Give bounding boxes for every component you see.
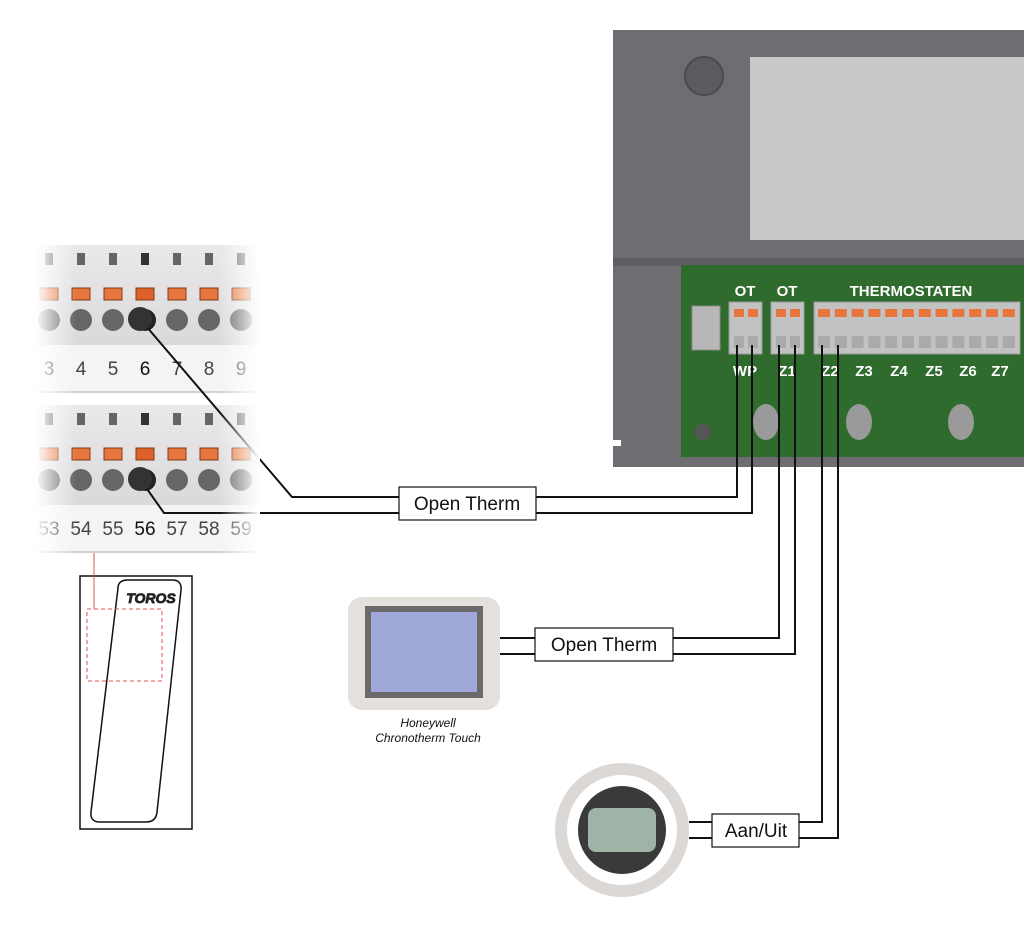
thermostat-terminal-slot [851,336,864,348]
pcb-hole [846,404,872,440]
connection-label-heatpump: Open Therm [398,486,537,521]
thermostat-screen [371,612,477,692]
thermostat-terminal-slot [834,336,847,348]
thermostat-terminal-lever [885,309,898,317]
housing-clip [613,440,621,446]
thermostat-terminal-slot [818,336,830,348]
terminal-label-z1: Z1 [778,363,796,380]
housing-bottom-edge [613,457,1024,467]
pcb-hole [753,404,779,440]
thermostat-terminal-slot [986,336,998,348]
pcb-connector [691,305,721,351]
pcb-hole [948,404,974,440]
terminal-label-z6: Z6 [959,363,977,380]
connection-label-zone1-text: Open Therm [551,635,657,656]
connection-label-heatpump-text: Open Therm [414,494,520,515]
controller-display-window [750,57,1024,240]
terminal-block-thermostats [813,301,1021,355]
round-thermostat [555,763,689,897]
group-label-thermostats: THERMOSTATEN [850,283,973,300]
sensor-detail-box [86,608,163,682]
thermostat-terminal-lever [986,309,998,317]
housing-screw [684,56,724,96]
thermostat-caption-line2: Chronotherm Touch [375,731,481,745]
thermostat-terminal-lever [1002,309,1015,317]
pcb-screw [695,424,711,440]
thermostat-terminal-lever [969,309,982,317]
thermostat-terminal-lever [918,309,931,317]
terminal-label-z4: Z4 [890,363,908,380]
terminal-label-z5: Z5 [925,363,943,380]
thermostat-terminal-slot [918,336,931,348]
thermostat-terminal-lever [818,309,830,317]
controller-unit: OT OT THERMOSTATEN WP Z1 Z2 Z3 Z4 Z5 Z6 … [613,30,1024,467]
terminal-block-z1 [770,301,805,355]
terminal-label-z3: Z3 [855,363,873,380]
thermostat-terminal-lever [868,309,881,317]
connection-label-zone1: Open Therm [534,627,674,662]
thermostat-caption-line1: Honeywell [400,716,456,730]
group-label-ot-wp: OT [735,283,756,300]
controller-lid-edge [613,258,1024,266]
terminal-label-z7: Z7 [991,363,1009,380]
strip-fade-top [35,245,260,393]
thermostat-terminal-lever [902,309,914,317]
thermostat-terminal-slot [969,336,982,348]
thermostat-terminal-slot [1002,336,1015,348]
round-thermostat-display [588,808,656,852]
terminal-label-z2: Z2 [821,363,839,380]
sensor-body [90,579,182,823]
outdoor-sensor: TOROS [79,553,193,830]
terminal-block-wp [728,301,763,355]
connection-label-zone2-text: Aan/Uit [725,821,788,842]
thermostat-terminal-slot [885,336,898,348]
strip-fade-bottom [35,405,260,553]
thermostat-terminal-lever [834,309,847,317]
thermostat-terminal-lever [851,309,864,317]
thermostat-terminal-slot [952,336,965,348]
thermostat-terminal-lever [952,309,965,317]
sensor-brand: TOROS [126,590,176,606]
thermostat-terminal-slot [935,336,948,348]
connection-label-zone2: Aan/Uit [711,813,800,848]
thermostat-terminal-slot [902,336,914,348]
thermostat-terminal-lever [935,309,948,317]
group-label-ot-z1: OT [777,283,798,300]
thermostat-terminal-slot [868,336,881,348]
honeywell-thermostat: Honeywell Chronotherm Touch [348,597,500,745]
